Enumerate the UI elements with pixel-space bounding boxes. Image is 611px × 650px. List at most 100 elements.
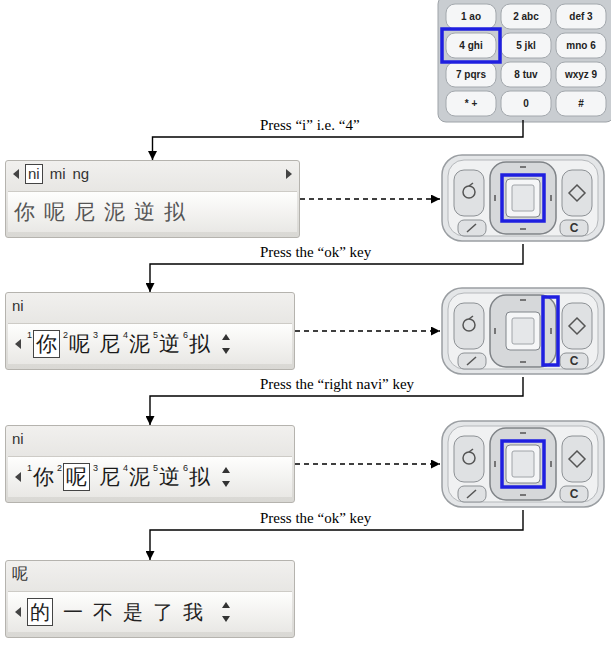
highlight-box [442, 29, 500, 62]
phone-screen: ni 1你2呢3尼4泥5逆6拟 [5, 425, 295, 503]
step-label: Press the “ok” key [258, 244, 373, 261]
keypad-image: 1 ao 2 abc def 3 4 ghi 5 jkl mno 6 7 pqrs 8 tuv… [440, 0, 606, 120]
step-arrow [150, 377, 523, 425]
key-label: 7 pqrs [456, 69, 486, 81]
candidate-char: 呢 [69, 331, 90, 357]
left-arrow-icon [15, 339, 21, 349]
candidate-char: 你 [14, 199, 35, 225]
candidate-number: 3 [93, 330, 98, 340]
key [446, 33, 496, 58]
highlight-box [543, 297, 558, 365]
phone-screen: 呢的一不是了我 [5, 560, 295, 638]
pinyin-row: ni [6, 293, 294, 319]
candidate-number: 6 [183, 463, 188, 473]
candidate-char: 逆 [134, 199, 155, 225]
dashed-arrow [300, 198, 440, 199]
key [501, 4, 551, 29]
key-label: 8 tuv [514, 69, 537, 81]
right-arrow-icon [285, 169, 293, 179]
scroll-icon [222, 334, 230, 340]
left-arrow-icon [14, 339, 22, 349]
candidate-char: 一 [63, 599, 83, 625]
key-label: * + [465, 98, 478, 110]
candidate-number: 2 [57, 463, 62, 473]
key-label: 0 [523, 98, 529, 110]
candidate-char: 拟 [164, 199, 185, 225]
left-arrow-icon [12, 169, 20, 179]
candidate-char: 尼 [99, 331, 120, 357]
candidate-char: 尼 [99, 464, 120, 490]
highlight-box [502, 175, 544, 221]
scroll-icon [221, 466, 231, 488]
pinyin-option: mi [50, 165, 66, 183]
key [446, 62, 496, 87]
candidate-char: 逆 [159, 331, 180, 357]
key-label: C [570, 221, 579, 235]
key-label: 4 ghi [459, 40, 482, 52]
keypad-body [438, 0, 611, 122]
scroll-icon [222, 467, 230, 473]
candidate-number: 3 [93, 463, 98, 473]
phone-screen: ni1你2呢3尼4泥5逆6拟 [5, 292, 295, 370]
step-label: Press the “right navi” key [258, 376, 416, 393]
left-arrow-icon [15, 607, 21, 617]
key-label: 1 ao [461, 11, 481, 23]
candidate-char: 呢 [63, 463, 90, 491]
highlight-box [502, 441, 544, 487]
candidate-char: 尼 [74, 199, 95, 225]
key [501, 62, 551, 87]
pinyin-row: ni [6, 426, 294, 452]
key [556, 91, 606, 116]
left-arrow-icon [13, 169, 19, 179]
candidate-number: 1 [27, 463, 32, 473]
dashed-arrow [295, 330, 440, 331]
navi-key-image: C [440, 152, 606, 244]
pinyin-text: ni [12, 297, 24, 315]
candidate-number: 1 [27, 330, 32, 340]
dashed-arrow [295, 463, 440, 464]
candidate-char: 我 [183, 599, 203, 625]
key-label: # [578, 98, 584, 110]
candidate-char: 泥 [129, 331, 150, 357]
scroll-icon [222, 616, 230, 622]
scroll-icon [222, 348, 230, 354]
candidate-number: 5 [153, 463, 158, 473]
key-label: C [570, 354, 579, 368]
navi-key-image: C [440, 418, 606, 510]
candidate-char: 泥 [104, 199, 125, 225]
candidate-char: 你 [33, 464, 54, 490]
step-arrow [150, 510, 523, 560]
key-label: def 3 [569, 11, 592, 23]
pinyin-option: ng [73, 165, 90, 183]
candidate-char: 拟 [189, 331, 210, 357]
step-label: Press the “ok” key [258, 510, 373, 527]
candidate-number: 4 [123, 330, 128, 340]
pinyin-row: niming [6, 161, 299, 187]
key [556, 33, 606, 58]
keypad-photo [438, 0, 611, 122]
key [501, 91, 551, 116]
candidate-char: 呢 [44, 199, 65, 225]
scroll-icon [222, 602, 230, 608]
candidate-char: 逆 [159, 464, 180, 490]
key-label: 5 jkl [516, 40, 535, 52]
left-arrow-icon [15, 472, 21, 482]
typed-char: 呢 [12, 564, 28, 584]
candidate-row: 的一不是了我 [8, 591, 292, 632]
key-label: C [570, 487, 579, 501]
left-arrow-icon [14, 607, 22, 617]
key [446, 91, 496, 116]
navi-photo [442, 421, 604, 507]
phone-screen: niming 你呢尼泥逆拟 [5, 160, 300, 238]
candidate-char: 的 [27, 598, 53, 626]
navi-key-image: C [440, 285, 606, 377]
left-arrow-icon [14, 472, 22, 482]
key [556, 62, 606, 87]
key-label: wxyz 9 [565, 69, 597, 81]
navi-photo [442, 288, 604, 374]
key-label: mno 6 [566, 40, 595, 52]
candidate-row: 1你2呢3尼4泥5逆6拟 [8, 456, 292, 497]
candidate-char: 你 [33, 330, 60, 358]
key-label: 2 abc [513, 11, 539, 23]
